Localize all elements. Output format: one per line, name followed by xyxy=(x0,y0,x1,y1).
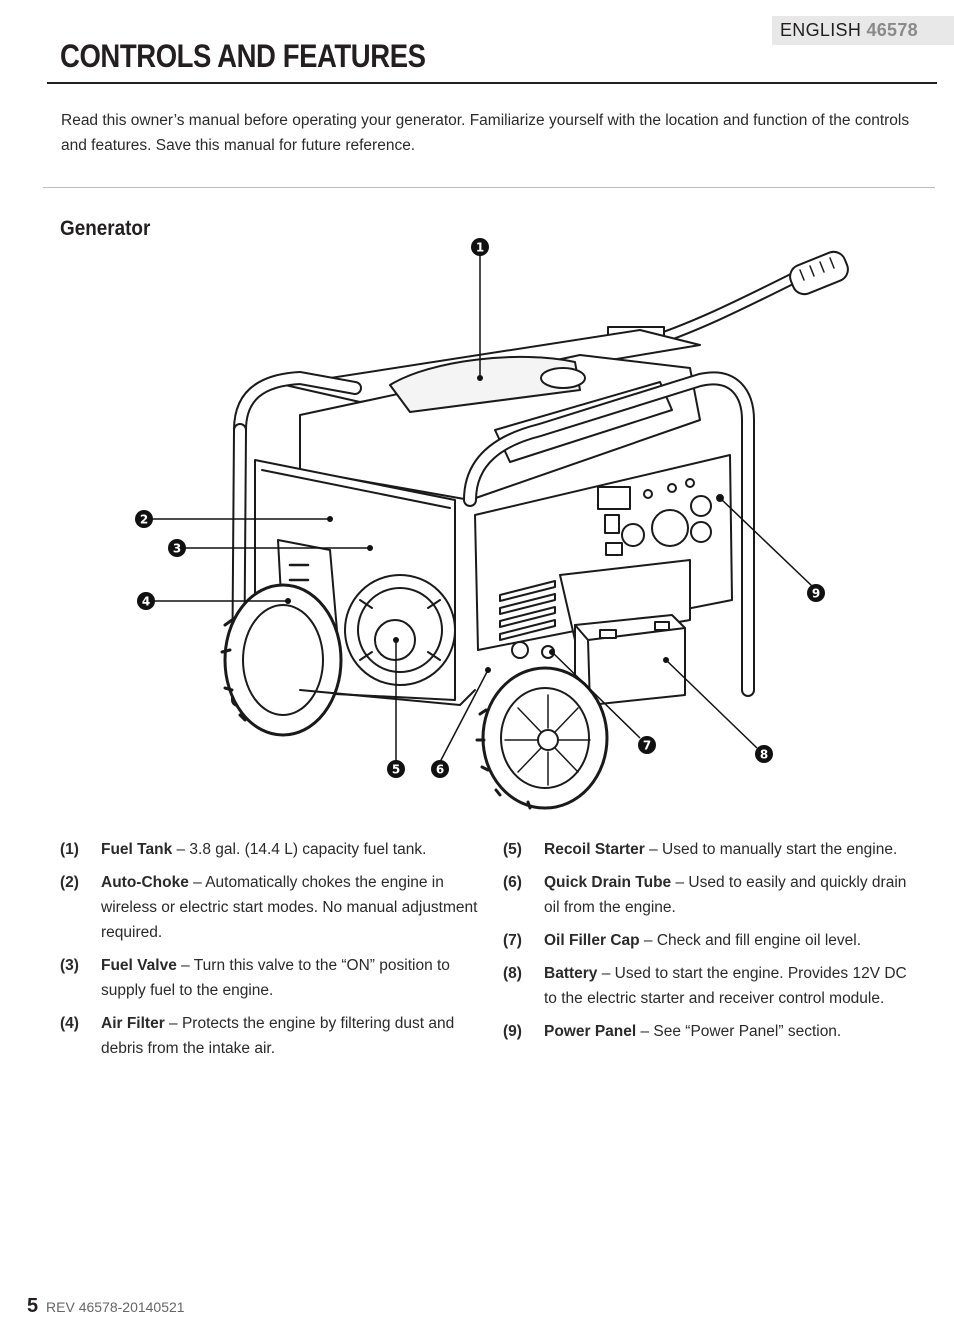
callout-1-label: 1 xyxy=(476,241,484,255)
feature-term: Oil Filler Cap xyxy=(544,932,640,949)
callout-6-label: 6 xyxy=(436,763,444,777)
callout-3: 3 xyxy=(168,539,186,557)
feature-term: Auto-Choke xyxy=(101,874,189,891)
feature-number: (3) xyxy=(60,957,79,974)
page-footer: 5 REV 46578-20140521 xyxy=(27,1295,185,1318)
feature-item-fuel-tank: (1) Fuel Tank – 3.8 gal. (14.4 L) capaci… xyxy=(60,837,480,862)
feature-list-right: (5) Recoil Starter – Used to manually st… xyxy=(503,837,923,1052)
feature-item-auto-choke: (2) Auto-Choke – Automatically chokes th… xyxy=(60,870,480,945)
callout-9-label: 9 xyxy=(812,587,820,601)
generator-diagram: C H V xyxy=(135,238,849,810)
callout-1: 1 xyxy=(471,238,489,256)
feature-number: (1) xyxy=(60,841,79,858)
intro-divider xyxy=(43,187,935,188)
feature-number: (5) xyxy=(503,841,522,858)
callout-3-label: 3 xyxy=(173,542,181,556)
feature-description: – Used to start the engine. Provides 12V… xyxy=(544,965,907,1007)
feature-description: – Automatically chokes the engine in wir… xyxy=(101,874,478,941)
feature-item-power-panel: (9) Power Panel – See “Power Panel” sect… xyxy=(503,1019,923,1044)
feature-term: Power Panel xyxy=(544,1023,637,1040)
feature-description: – Turn this valve to the “ON” position t… xyxy=(101,957,450,999)
callout-5-label: 5 xyxy=(392,763,400,777)
callout-7-label: 7 xyxy=(643,739,651,753)
section-title: Generator xyxy=(60,217,151,240)
model-number: 46578 xyxy=(866,20,918,40)
page-title: CONTROLS AND FEATURES xyxy=(60,38,426,74)
callout-8: 8 xyxy=(755,745,773,763)
callout-4-label: 4 xyxy=(142,595,150,609)
feature-number: (2) xyxy=(60,874,79,891)
feature-term: Air Filter xyxy=(101,1015,165,1032)
page-number: 5 xyxy=(27,1295,39,1317)
feature-number: (6) xyxy=(503,874,522,891)
revision-code: REV 46578-20140521 xyxy=(46,1299,185,1315)
feature-item-quick-drain-tube: (6) Quick Drain Tube – Used to easily an… xyxy=(503,870,923,920)
feature-description: – See “Power Panel” section. xyxy=(636,1023,842,1040)
feature-term: Battery xyxy=(544,965,598,982)
feature-item-oil-filler-cap: (7) Oil Filler Cap – Check and fill engi… xyxy=(503,928,923,953)
language-label: ENGLISH xyxy=(780,20,862,40)
intro-paragraph: Read this owner’s manual before operatin… xyxy=(61,112,910,154)
feature-number: (7) xyxy=(503,932,522,949)
feature-number: (4) xyxy=(60,1015,79,1032)
feature-item-air-filter: (4) Air Filter – Protects the engine by … xyxy=(60,1011,480,1061)
callout-4: 4 xyxy=(137,592,155,610)
feature-description: – Check and fill engine oil level. xyxy=(639,932,862,949)
feature-description: – Used to easily and quickly drain oil f… xyxy=(544,874,907,916)
feature-term: Recoil Starter xyxy=(544,841,645,858)
callout-9: 9 xyxy=(807,584,825,602)
feature-term: Fuel Valve xyxy=(101,957,177,974)
language-tab: ENGLISH 46578 xyxy=(772,16,954,45)
feature-item-recoil-starter: (5) Recoil Starter – Used to manually st… xyxy=(503,837,923,862)
feature-item-battery: (8) Battery – Used to start the engine. … xyxy=(503,961,923,1011)
feature-description: – Protects the engine by filtering dust … xyxy=(101,1015,455,1057)
callout-2: 2 xyxy=(135,510,153,528)
feature-term: Quick Drain Tube xyxy=(544,874,672,891)
title-rule xyxy=(47,82,937,84)
callout-5: 5 xyxy=(387,760,405,778)
feature-list-left: (1) Fuel Tank – 3.8 gal. (14.4 L) capaci… xyxy=(60,837,480,1069)
feature-term: Fuel Tank xyxy=(101,841,173,858)
callout-6: 6 xyxy=(431,760,449,778)
callout-7: 7 xyxy=(638,736,656,754)
feature-item-fuel-valve: (3) Fuel Valve – Turn this valve to the … xyxy=(60,953,480,1003)
callout-8-label: 8 xyxy=(760,748,768,762)
callout-2-label: 2 xyxy=(140,513,148,527)
feature-number: (8) xyxy=(503,965,522,982)
feature-description: – 3.8 gal. (14.4 L) capacity fuel tank. xyxy=(172,841,427,858)
feature-number: (9) xyxy=(503,1023,522,1040)
feature-description: – Used to manually start the engine. xyxy=(644,841,898,858)
